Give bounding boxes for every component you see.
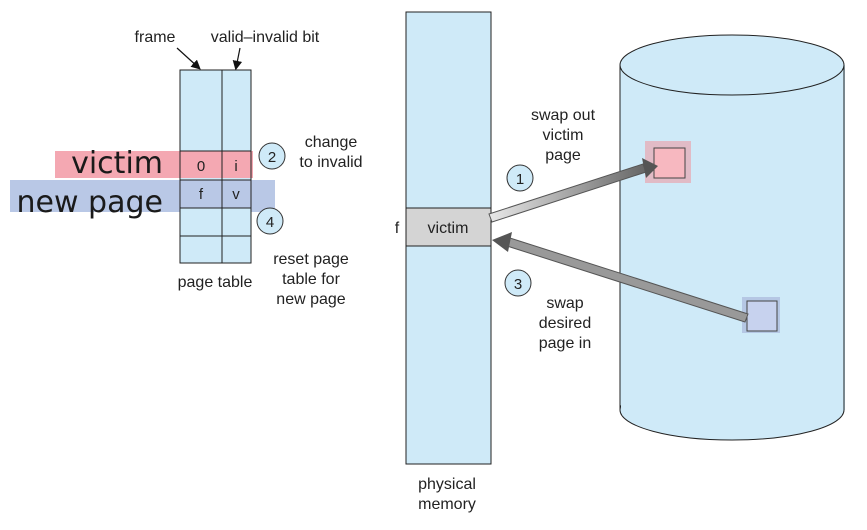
victim-row-frame: 0	[197, 158, 205, 175]
victim-frame	[405, 207, 492, 247]
step-4-circle	[256, 207, 284, 235]
step-2-number: 2	[268, 149, 276, 166]
memory-caption-line1: physical	[418, 476, 476, 493]
victim-highlight-label: victim	[71, 146, 163, 181]
step-4-text-line2: table for	[282, 271, 340, 288]
swap-in-arrow	[492, 232, 749, 323]
step-1: 1 swap out victim page	[506, 107, 596, 192]
new-row-bit: v	[232, 186, 240, 203]
backing-store-disk	[619, 34, 845, 441]
memory-victim-label: victim	[428, 220, 469, 237]
step-3: 3 swap desired page in	[504, 269, 592, 352]
step-4-text-line1: reset page	[273, 251, 349, 268]
physical-memory: victim	[405, 11, 492, 465]
step-2-circle	[258, 142, 286, 170]
step-3-text-line2: desired	[539, 315, 591, 332]
step-2-text-line2: to invalid	[299, 154, 362, 171]
page-table: 0 i f v	[179, 69, 252, 264]
swap-out-arrow	[488, 158, 658, 223]
step-2: 2 change to invalid	[258, 134, 363, 171]
step-4: 4 reset page table for new page	[256, 207, 349, 308]
step-1-number: 1	[516, 171, 524, 188]
step-4-text-line3: new page	[276, 291, 345, 308]
new-page-highlight-label: new page	[17, 185, 163, 220]
desired-page-on-disk	[742, 297, 780, 333]
frame-f-marker: f	[395, 220, 400, 237]
valid-invalid-bit-label: valid–invalid bit	[211, 29, 320, 46]
step-4-number: 4	[266, 214, 274, 231]
bit-pointer-arrow	[232, 47, 243, 71]
step-1-circle	[506, 164, 534, 192]
step-1-text-line1: swap out	[531, 107, 596, 124]
page-table-caption: page table	[178, 274, 253, 291]
step-1-text-line2: victim	[543, 127, 584, 144]
step-3-text-line3: page in	[539, 335, 592, 352]
step-1-text-line3: page	[545, 147, 581, 164]
memory-caption-line2: memory	[418, 496, 476, 513]
frame-label: frame	[135, 29, 176, 46]
frame-pointer-arrow	[176, 47, 201, 70]
step-3-circle	[504, 269, 532, 297]
victim-page-on-disk	[645, 141, 691, 183]
victim-row-bit: i	[234, 158, 237, 175]
step-3-number: 3	[514, 276, 522, 293]
step-2-text-line1: change	[305, 134, 358, 151]
new-row-frame: f	[199, 186, 204, 203]
step-3-text-line1: swap	[546, 295, 583, 312]
